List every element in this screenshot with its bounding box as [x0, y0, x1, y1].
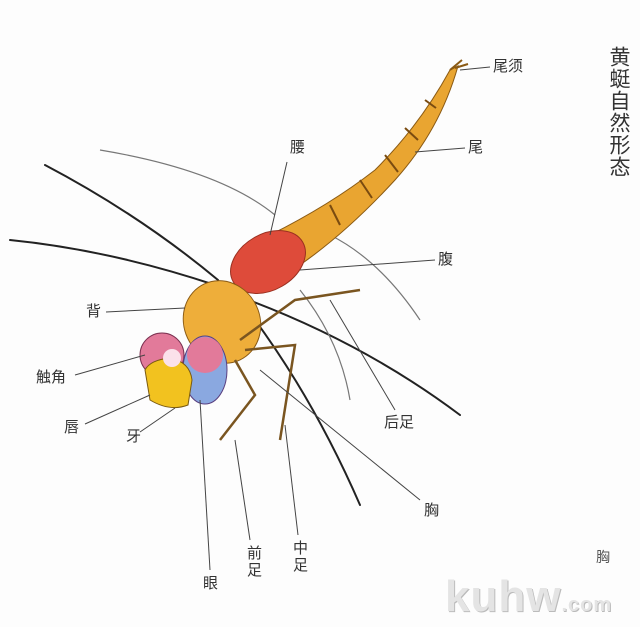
watermark-main: kuhw	[445, 572, 562, 621]
label-cerci: 尾须	[493, 57, 524, 75]
label-eye: 眼	[201, 575, 219, 592]
watermark-suffix: .com	[561, 594, 613, 616]
tail-segments	[329, 99, 437, 226]
label-fore-leg: 前足	[245, 545, 263, 579]
cerci	[449, 59, 469, 71]
label-hind-leg: 后足	[384, 413, 415, 431]
eye-right-top	[187, 337, 223, 373]
label-back: 背	[86, 302, 102, 320]
waist-red-segment	[230, 230, 306, 294]
faint-wing-lines	[99, 149, 421, 401]
diagram-title: 黄蜓自然形态	[607, 46, 631, 178]
legs	[219, 288, 361, 441]
watermark: kuhw.com	[445, 572, 612, 627]
face	[144, 357, 193, 409]
leader-lines	[74, 66, 491, 571]
label-waist: 腰	[290, 138, 306, 156]
label-lip: 唇	[64, 418, 80, 436]
label-abdomen: 腹	[438, 250, 454, 268]
label-antenna: 触角	[36, 368, 67, 386]
ocellus	[163, 349, 181, 367]
label-mid-leg: 中足	[291, 540, 309, 574]
label-tail: 尾	[468, 138, 484, 156]
label-chest: 胸	[424, 501, 440, 519]
label-teeth: 牙	[126, 427, 142, 445]
watermark-overlay-char: 胸	[596, 550, 610, 566]
